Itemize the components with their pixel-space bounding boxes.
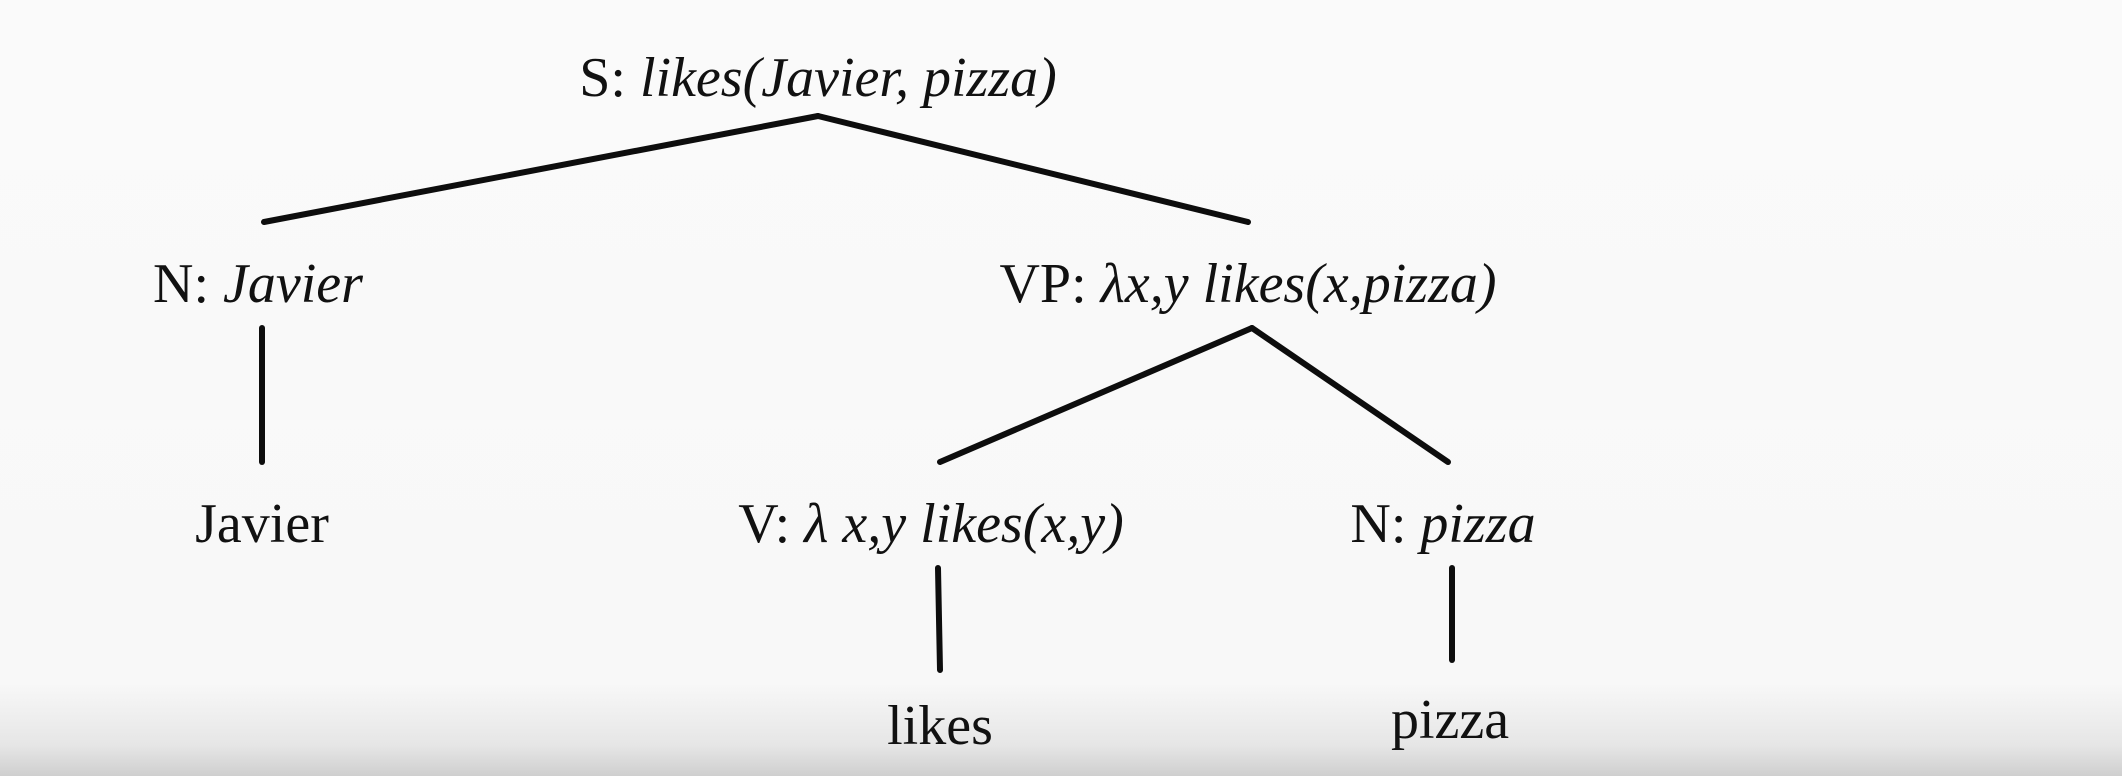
node-v: V: λ x,y likes(x,y)	[738, 496, 1123, 552]
node-vp-category: VP:	[999, 253, 1087, 315]
node-vp-semantics: λx,y likes(x,pizza)	[1100, 253, 1497, 315]
leaf-javier-word: Javier	[195, 493, 329, 555]
node-n-pizza: N: pizza	[1350, 496, 1535, 552]
edge-vp-to-v	[937, 325, 1255, 465]
node-s-category: S:	[579, 47, 626, 109]
node-v-semantics: λ x,y likes(x,y)	[804, 493, 1124, 555]
edge-v-to-word	[935, 565, 943, 673]
node-n-pizza-category: N:	[1350, 493, 1407, 555]
edge-s-to-n-javier	[261, 113, 821, 225]
node-n-javier-category: N:	[153, 253, 210, 315]
node-v-category: V:	[738, 493, 791, 555]
leaf-pizza: pizza	[1391, 692, 1509, 748]
node-s: S: likes(Javier, pizza)	[579, 50, 1056, 106]
edge-vp-to-n-pizza	[1249, 325, 1451, 465]
edge-s-to-vp	[815, 113, 1251, 225]
node-s-semantics: likes(Javier, pizza)	[639, 47, 1057, 109]
node-n-javier-semantics: Javier	[223, 253, 363, 315]
leaf-likes-word: likes	[887, 695, 993, 757]
leaf-javier: Javier	[195, 496, 329, 552]
leaf-likes: likes	[887, 698, 993, 754]
node-vp: VP: λx,y likes(x,pizza)	[999, 256, 1496, 312]
leaf-pizza-word: pizza	[1390, 689, 1510, 751]
node-n-pizza-semantics: pizza	[1420, 493, 1536, 555]
node-n-javier: N: Javier	[153, 256, 363, 312]
